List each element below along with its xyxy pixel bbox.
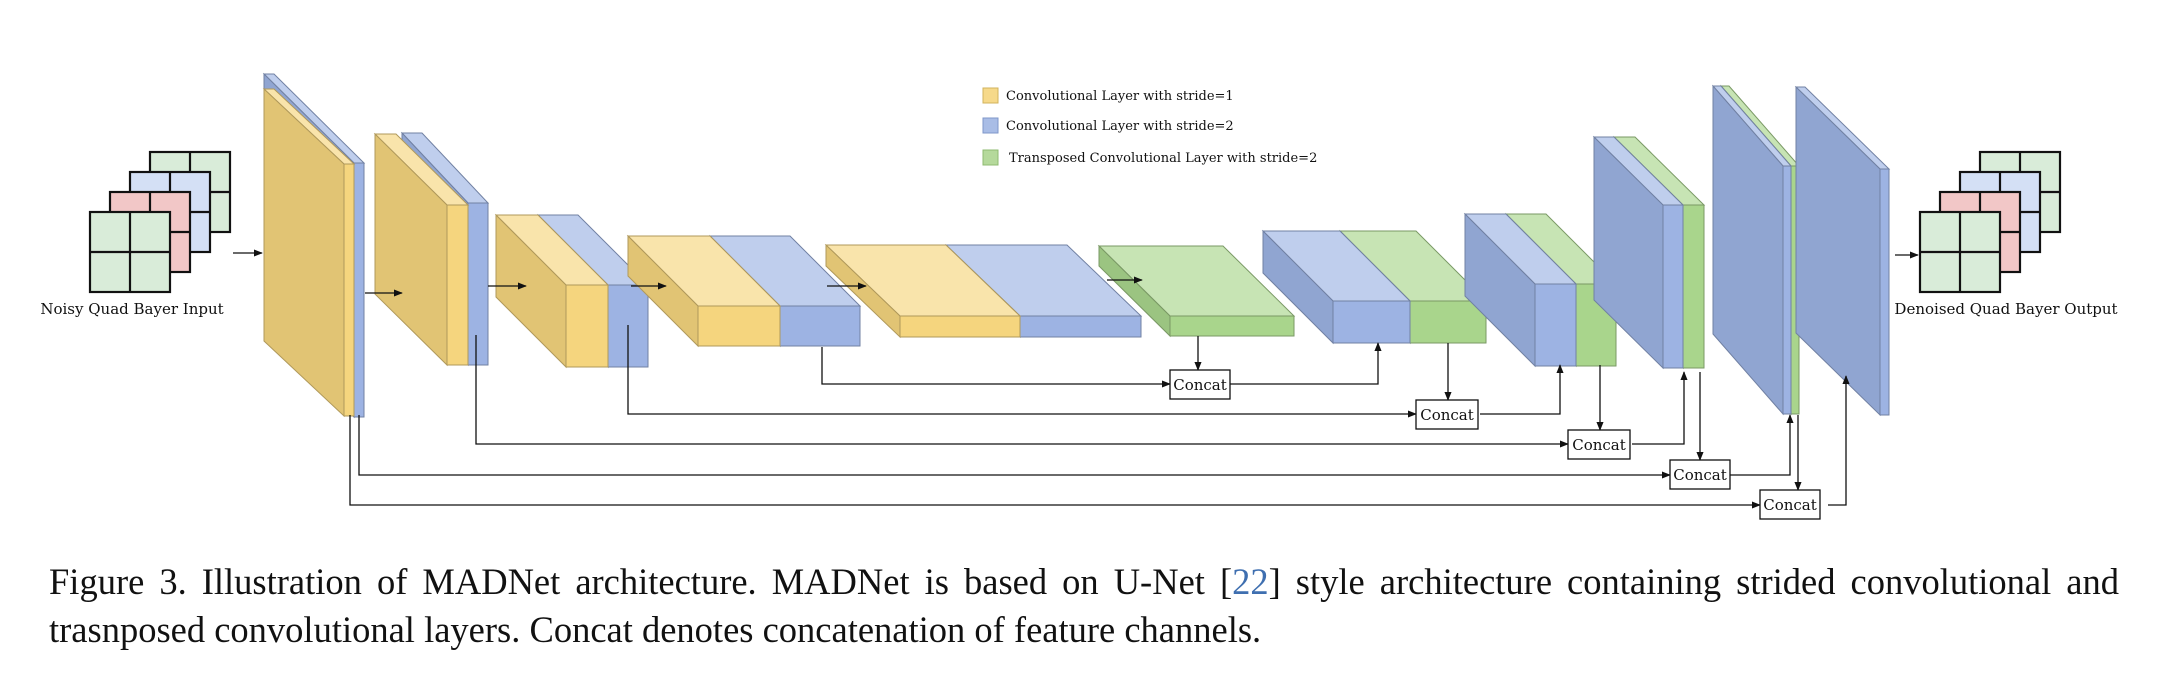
legend-label-conv-stride2: Convolutional Layer with stride=2	[1006, 119, 1234, 134]
concat-box: Concat	[1415, 399, 1479, 430]
concat-label: Concat	[1420, 406, 1474, 424]
decoder-block-2-stride2	[1261, 229, 1412, 345]
concat-box: Concat	[1169, 369, 1231, 400]
legend-swatch-conv-stride2	[982, 117, 999, 134]
concat-label: Concat	[1572, 436, 1626, 454]
skip-line-2	[627, 325, 1417, 418]
decoder-transposed-1	[1097, 244, 1296, 338]
input-label: Noisy Quad Bayer Input	[40, 300, 223, 318]
figure-caption: Figure 3. Illustration of MADNet archite…	[49, 558, 2119, 654]
encoder-block-2-stride1	[373, 132, 470, 367]
skip-connections	[349, 325, 1850, 509]
caption-prefix: Figure 3. Illustration of MADNet archite…	[49, 561, 1233, 602]
concat-to-block-3	[1632, 371, 1688, 445]
skip-line-4	[358, 415, 1671, 479]
bayer-layer	[1918, 210, 2002, 294]
input-quad-bayer-icon	[88, 150, 232, 294]
decoder-block-4-stride2	[1592, 135, 1685, 370]
output-block-conv	[1794, 85, 1891, 417]
decoder-transposed-2	[1338, 229, 1488, 345]
legend: Convolutional Layer with stride=1 Convol…	[982, 87, 1317, 166]
skip-line-3	[475, 335, 1569, 448]
output-quad-bayer-icon	[1918, 150, 2062, 294]
concat-to-block-5	[1828, 375, 1850, 506]
concat-to-block-1	[1230, 342, 1382, 385]
legend-swatch-transposed-conv	[982, 149, 999, 166]
bayer-layer	[88, 210, 172, 294]
caption-suffix: ] style architecture containing strided …	[49, 561, 2120, 650]
legend-label-transposed-conv: Transposed Convolutional Layer with stri…	[1009, 151, 1317, 166]
skip-line-1	[821, 347, 1171, 388]
concat-to-block-4	[1730, 414, 1794, 476]
encoder-block-1-stride1	[262, 87, 356, 418]
concat-label: Concat	[1173, 376, 1227, 394]
forward-arrows	[233, 249, 1919, 297]
encoder-block-5-stride1	[824, 243, 1022, 339]
concat-box: Concat	[1759, 489, 1821, 520]
skip-line-5	[349, 415, 1761, 509]
encoder-block-4-stride1	[626, 234, 782, 348]
citation-link[interactable]: 22	[1232, 561, 1269, 602]
concat-label: Concat	[1673, 466, 1727, 484]
concat-to-block-2	[1480, 364, 1564, 415]
decoder-block-3-stride2	[1463, 212, 1578, 368]
layer-blocks	[262, 72, 1891, 419]
decoder-block-5-stride2	[1711, 84, 1793, 416]
legend-swatch-conv-stride1	[982, 87, 999, 104]
concat-box: Concat	[1567, 429, 1631, 460]
concat-boxes: Concat Concat Concat Concat Concat	[1169, 369, 1821, 520]
concat-label: Concat	[1763, 496, 1817, 514]
concat-box: Concat	[1669, 459, 1731, 490]
output-label: Denoised Quad Bayer Output	[1894, 300, 2117, 318]
madnet-architecture-diagram: Convolutional Layer with stride=1 Convol…	[40, 72, 2118, 520]
encoder-block-3-stride1	[494, 213, 610, 369]
legend-label-conv-stride1: Convolutional Layer with stride=1	[1006, 89, 1234, 104]
